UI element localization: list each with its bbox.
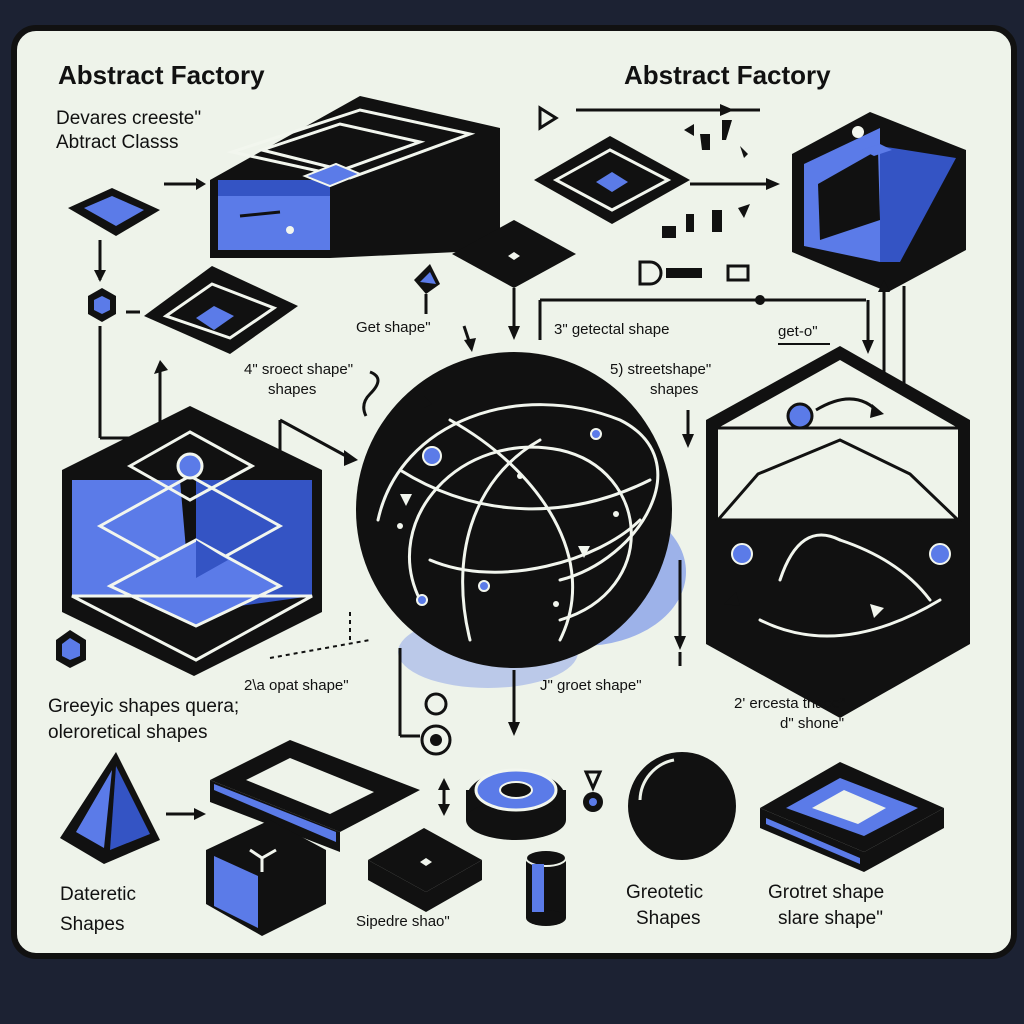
sphere-shape-bottom [628, 752, 736, 860]
small-diamond-center-top [452, 220, 576, 288]
small-cube-icon-left [88, 288, 116, 322]
label-streetshape-line-1: 5) streetshape" [610, 361, 711, 378]
product-box-left [144, 266, 298, 354]
label-ercesta-line-1: 2' ercesta thaee" [734, 695, 846, 712]
pyramid-shape-bottom [60, 752, 160, 864]
label-greeric-line-2: oleroretical shapes [48, 722, 207, 743]
label-greotetic-line-1: Greotetic [626, 882, 703, 903]
subtitle-line-1: Devares creeste" [56, 108, 201, 129]
label-sroect-line-1: 4" sroect shape" [244, 361, 353, 378]
label-get-o: get-o" [778, 323, 818, 340]
small-cube-icon-bottom-left [56, 630, 86, 668]
small-pyramid-center [414, 264, 440, 294]
title-left: Abstract Factory [58, 60, 265, 90]
legend-icons-right [638, 260, 750, 286]
label-greotetic-line-2: Shapes [636, 908, 700, 929]
label-ercesta-line-2: d" shone" [780, 715, 844, 732]
target-icon [420, 692, 452, 756]
label-sroect-line-2: shapes [268, 381, 316, 398]
abstract-factory-box [210, 96, 500, 258]
label-streetshape-line-2: shapes [650, 381, 698, 398]
curl-arrow [362, 370, 380, 417]
diamond-shape-bottom [368, 828, 482, 912]
label-grotret-line-1: Grotret shape [768, 882, 884, 903]
label-dateretic-line-1: Dateretic [60, 884, 136, 905]
product-box-top-middle [534, 136, 690, 224]
label-getectal-shape: 3" getectal shape [554, 321, 669, 338]
label-get-shape: Get shape" [356, 319, 431, 336]
shape-factory-circle [356, 352, 686, 688]
concrete-product-hexagon [706, 346, 970, 718]
concrete-factory-cube [792, 112, 966, 292]
label-grotret-line-2: slare shape" [778, 908, 883, 929]
label-groet-shape: J" groet shape" [540, 677, 642, 694]
medal-icon [583, 770, 603, 812]
tray-shape-bottom [760, 762, 944, 872]
product-cube-left [62, 406, 322, 676]
glyph-cluster-top [662, 120, 750, 238]
cube-shape-bottom [206, 820, 326, 936]
label-dateretic-line-2: Shapes [60, 914, 124, 935]
label-opat-shape: 2\a opat shape" [244, 677, 349, 694]
title-right: Abstract Factory [624, 60, 831, 90]
cylinder-shape-bottom [525, 849, 567, 926]
arrow-top-right [538, 104, 760, 131]
subtitle-line-2: Abtract Classs [56, 132, 178, 153]
label-greeric-line-1: Greeyic shapes quera; [48, 696, 239, 717]
ring-shape-bottom [466, 768, 566, 840]
small-pyramid-top-left [68, 188, 160, 236]
frame-shape-bottom [210, 740, 420, 852]
label-sipedre: Sipedre shao" [356, 913, 450, 930]
